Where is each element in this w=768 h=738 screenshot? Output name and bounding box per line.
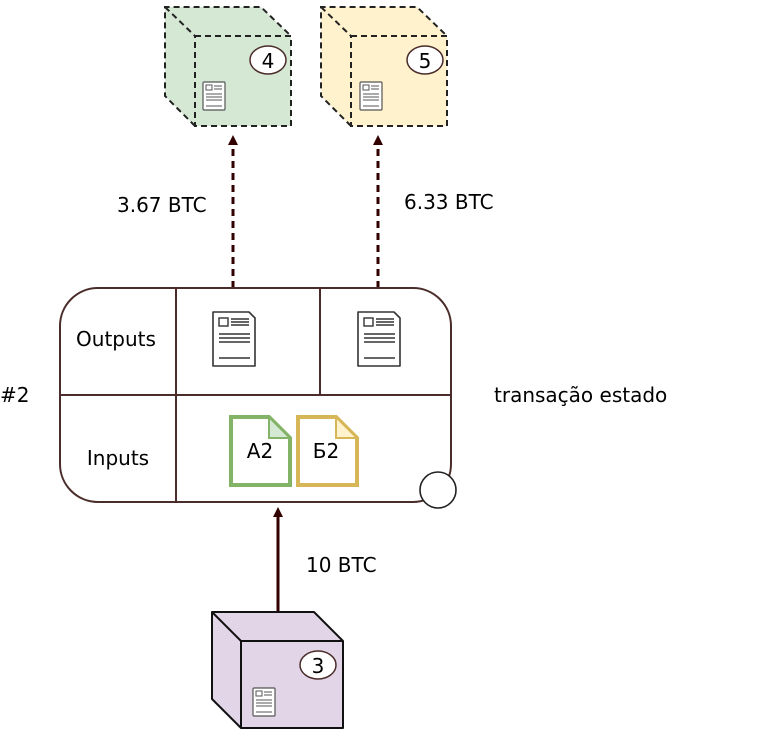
box-3-id: 3	[312, 654, 325, 678]
state-circle-icon	[419, 471, 457, 509]
inputs-label: Inputs	[87, 446, 149, 470]
transaction-table[interactable]: Outputs Inputs A2 Б2	[59, 287, 457, 509]
input-b2[interactable]: Б2	[296, 414, 360, 487]
input-b2-label: Б2	[313, 439, 339, 463]
transaction-state-label: transação estado	[494, 383, 667, 407]
edge-label-3-67-btc: 3.67 BTC	[117, 193, 207, 217]
box-5[interactable]: 5	[320, 6, 448, 127]
edge-label-10-btc: 10 BTC	[306, 553, 377, 577]
box-4-id: 4	[262, 49, 275, 73]
document-icon	[359, 81, 383, 111]
box-3-id-badge	[299, 650, 337, 680]
document-icon	[252, 687, 276, 717]
input-a2-label: A2	[247, 439, 273, 463]
outputs-label: Outputs	[76, 327, 156, 351]
transaction-id: #2	[0, 383, 29, 407]
box-5-id-badge	[406, 45, 444, 75]
document-icon	[202, 81, 226, 111]
box-4[interactable]: 4	[164, 6, 292, 127]
output-document-icon-2[interactable]	[357, 311, 401, 367]
box-3[interactable]: 3	[211, 611, 344, 729]
edge-label-6-33-btc: 6.33 BTC	[404, 190, 494, 214]
output-document-icon-1[interactable]	[212, 311, 256, 367]
box-5-id: 5	[419, 49, 432, 73]
input-a2[interactable]: A2	[229, 414, 293, 487]
box-4-id-badge	[249, 45, 287, 75]
